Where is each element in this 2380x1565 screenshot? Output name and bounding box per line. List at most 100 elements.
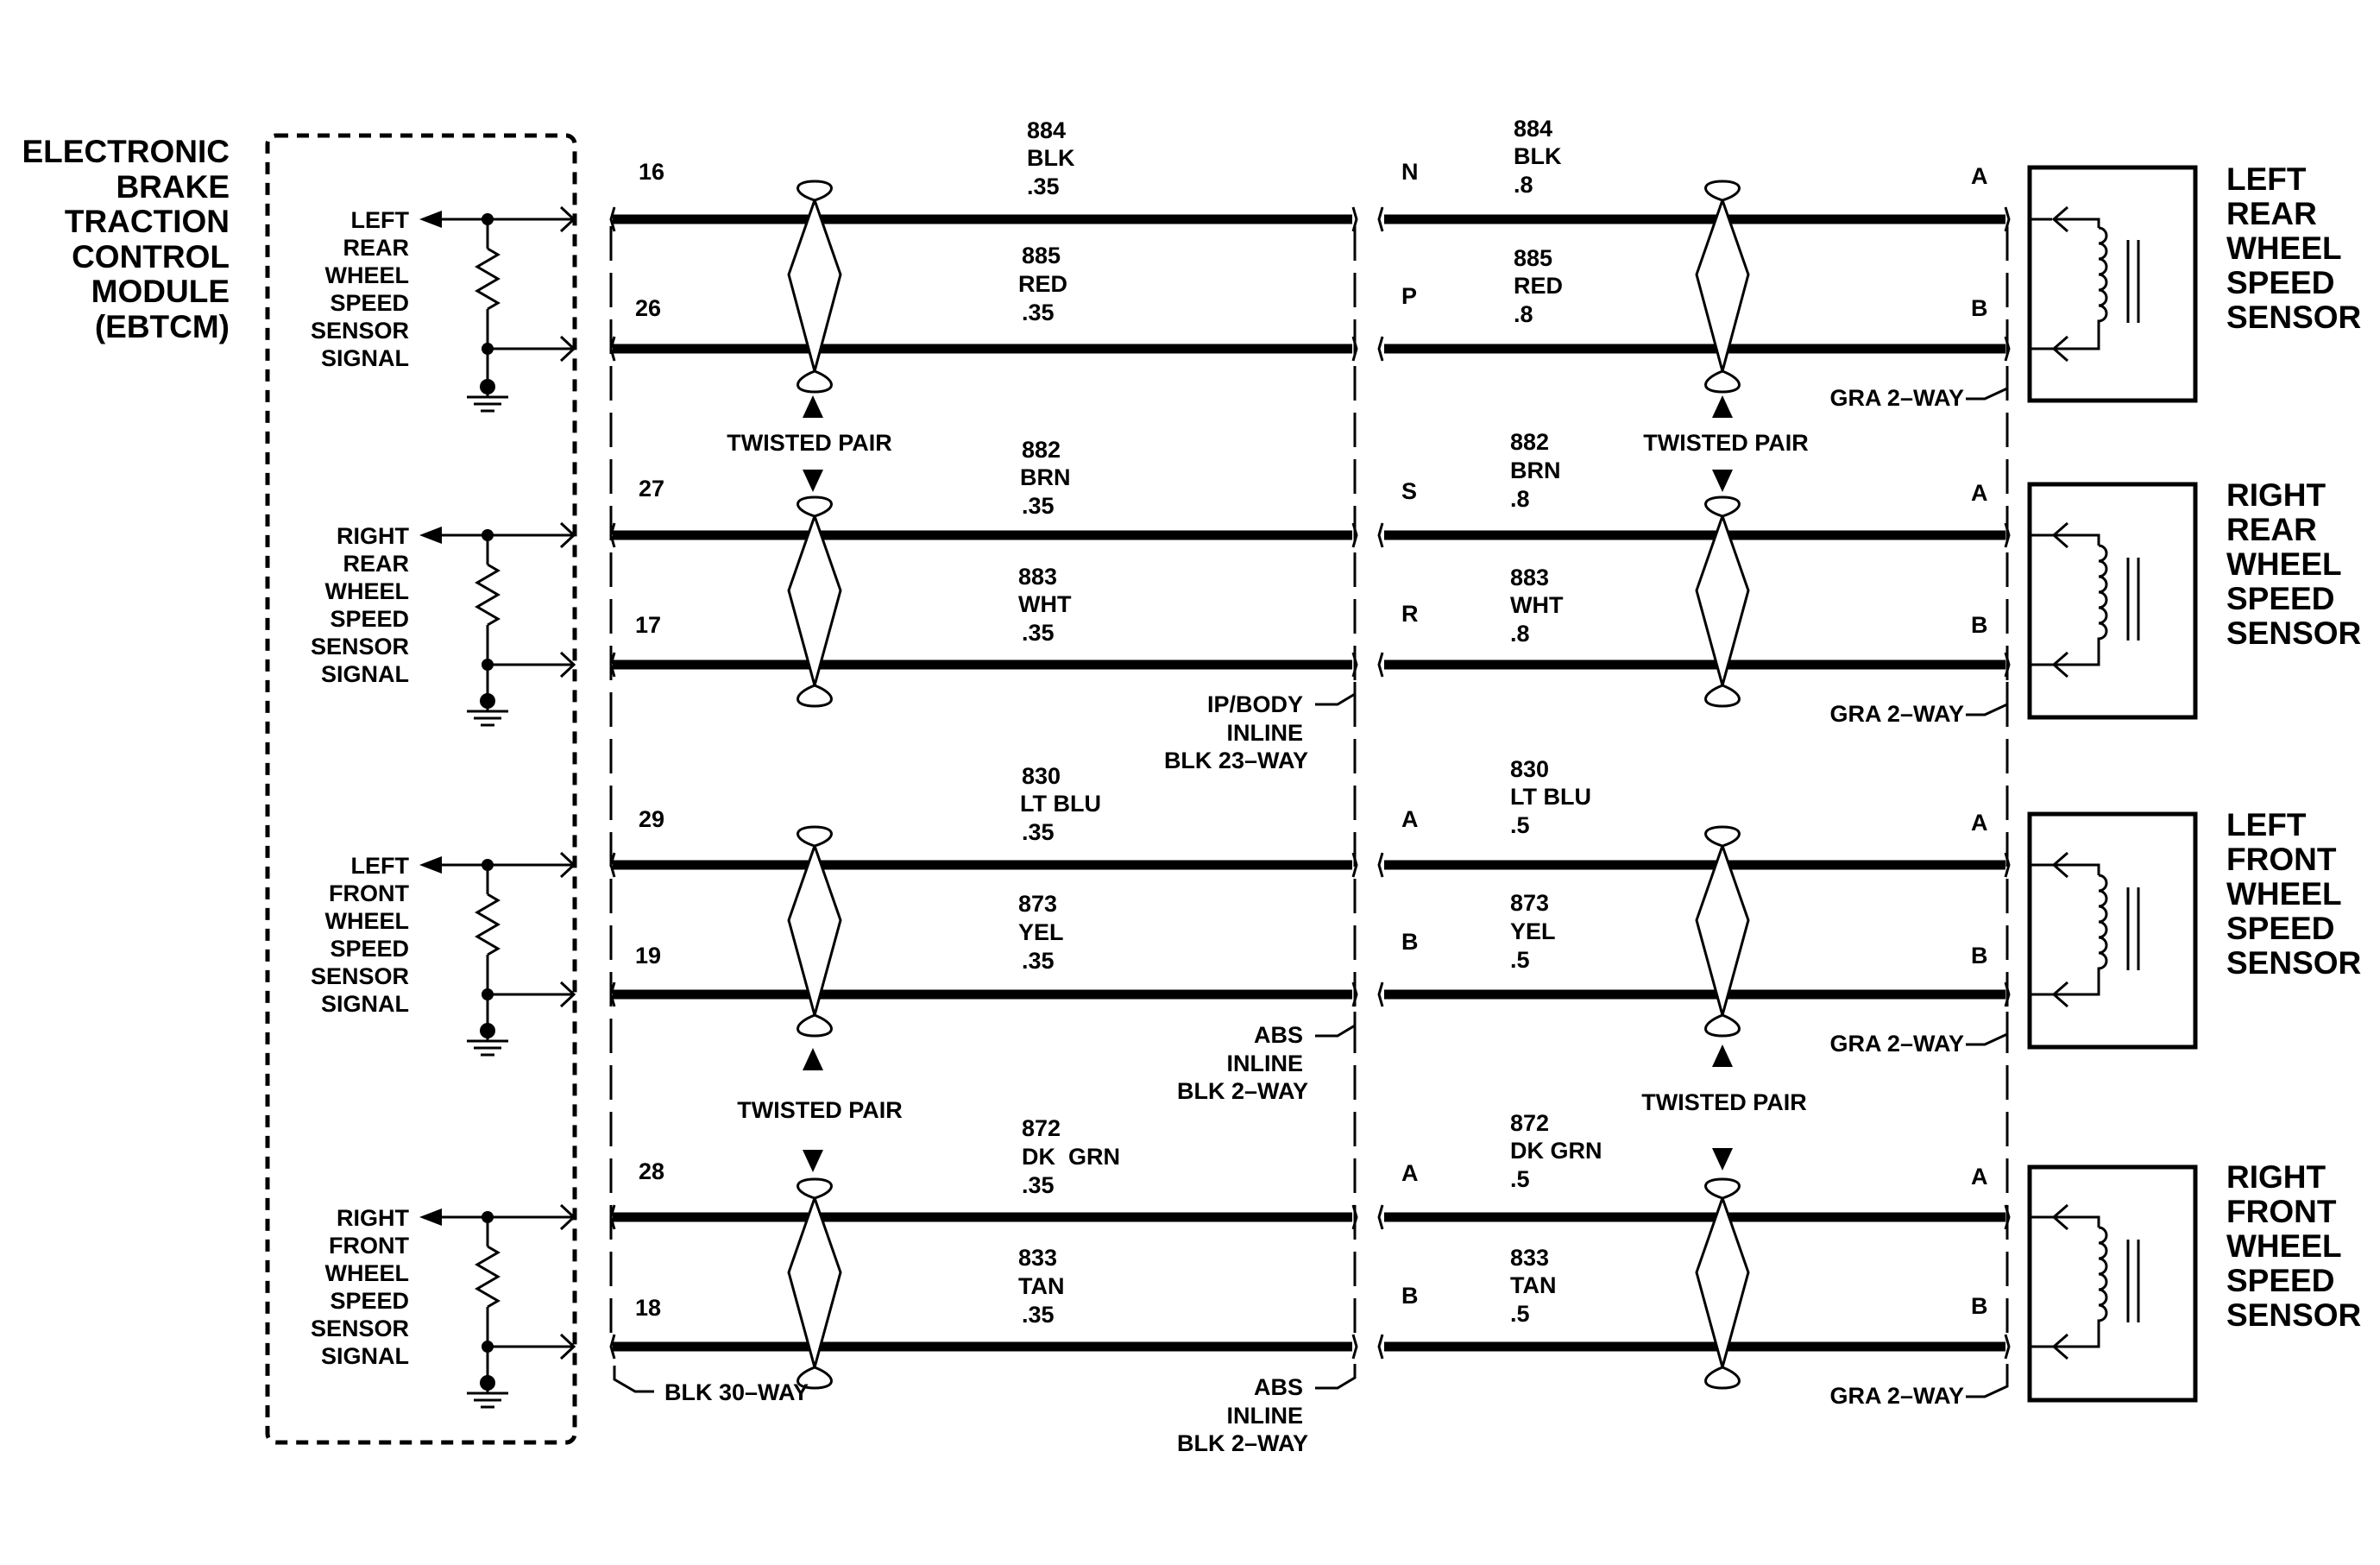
terminal-mark xyxy=(1377,852,1384,878)
signal-label-line: SENSOR xyxy=(311,963,409,989)
terminal-mark xyxy=(1351,981,1358,1007)
internal-circuit xyxy=(419,851,576,1057)
sensor-name-line: SENSOR xyxy=(2226,1297,2361,1333)
wire-color: WHT xyxy=(1510,592,1564,618)
module-name-line: (EBTCM) xyxy=(95,309,230,344)
module-pin: 16 xyxy=(639,159,664,185)
sensor-name-line: LEFT xyxy=(2226,807,2307,842)
circuit-number: 882 xyxy=(1022,437,1061,463)
wire-size: .35 xyxy=(1022,948,1055,974)
wire-size: .8 xyxy=(1510,621,1530,647)
terminal-mark xyxy=(1351,522,1358,548)
sensor-connector-label: GRA 2–WAY xyxy=(1829,385,1964,411)
terminal-mark xyxy=(609,336,616,362)
terminal-mark xyxy=(1377,522,1384,548)
terminal-mark xyxy=(1351,206,1358,232)
signal-label-line: SIGNAL xyxy=(321,991,409,1017)
circuit-number: 830 xyxy=(1510,756,1549,782)
module-connector-callout: BLK 30–WAY xyxy=(613,1366,809,1405)
junction-dot xyxy=(480,1375,495,1391)
wire-size: .35 xyxy=(1022,1172,1055,1198)
twist-mark xyxy=(787,1177,1750,1390)
sensor-name-line: SPEED xyxy=(2226,911,2334,946)
signal-label-line: REAR xyxy=(343,235,409,261)
wire-size: .35 xyxy=(1022,620,1055,646)
sensor-pin: B xyxy=(1971,295,1988,321)
twisted-pair-label: TWISTED PAIR xyxy=(727,430,892,456)
terminal-mark xyxy=(2004,206,2011,232)
wire-color: BRN xyxy=(1510,458,1561,483)
inline-connector-label: ABS xyxy=(1254,1374,1303,1400)
signal-label-line: RIGHT xyxy=(337,1205,410,1231)
wire-830: 29 830 LT BLU .35 A 830 LT BLU .5 A xyxy=(609,756,2011,878)
twist-crossover xyxy=(787,180,842,394)
terminal-mark xyxy=(2004,852,2011,878)
sensor-body xyxy=(2027,482,2198,720)
junction-dot xyxy=(482,988,494,1000)
sensor-body xyxy=(2027,1164,2198,1403)
bias-resistor xyxy=(475,247,501,311)
sensor-name-line: WHEEL xyxy=(2226,876,2342,912)
twist-crossover xyxy=(787,825,842,1038)
module-pin: 28 xyxy=(639,1158,664,1184)
module-pin: 27 xyxy=(639,476,664,502)
module-signal-label: LEFT REAR WHEEL SPEED SENSOR SIGNAL xyxy=(311,207,410,371)
sensor-name-line: FRONT xyxy=(2226,1194,2337,1229)
inline-pin: A xyxy=(1401,806,1419,832)
wire-size: .8 xyxy=(1514,301,1533,327)
inline-connector-callout: IP/BODY INLINE BLK 23–WAY xyxy=(1164,682,1357,773)
wheel-speed-sensor: GRA 2–WAY xyxy=(1829,482,2198,727)
terminal-mark xyxy=(1351,852,1358,878)
terminal-mark xyxy=(609,852,616,878)
wire-color: TAN xyxy=(1018,1273,1065,1299)
inline-pin: P xyxy=(1401,283,1417,309)
signal-arrow-head xyxy=(419,211,442,228)
input-arrow xyxy=(559,851,576,879)
sensor-pin: A xyxy=(1971,1164,1988,1190)
terminal-mark xyxy=(609,206,616,232)
inline-connector-label: ABS xyxy=(1254,1022,1303,1048)
terminal-mark xyxy=(2004,336,2011,362)
twisted-pair-label: TWISTED PAIR xyxy=(1641,1089,1807,1115)
terminal-mark xyxy=(1377,1334,1384,1360)
inline-pin: N xyxy=(1401,159,1419,185)
twist-crossover xyxy=(787,495,842,708)
wire-color: YEL xyxy=(1018,919,1064,945)
sensor-name-line: RIGHT xyxy=(2226,477,2326,513)
signal-label-line: SPEED xyxy=(330,1288,409,1314)
circuit-number: 883 xyxy=(1510,565,1549,590)
signal-label-line: SIGNAL xyxy=(321,1343,409,1369)
wire-873: 19 873 YEL .35 B 873 YEL .5 B xyxy=(609,890,2011,1007)
terminal-mark xyxy=(609,652,616,678)
wire-color: TAN xyxy=(1510,1272,1557,1298)
input-arrow xyxy=(559,205,576,233)
internal-circuit xyxy=(419,205,576,413)
sensor-body xyxy=(2027,165,2198,403)
signal-label-line: SENSOR xyxy=(311,1316,409,1341)
module-signal-label: RIGHT FRONT WHEEL SPEED SENSOR SIGNAL xyxy=(311,1205,410,1369)
wire-883: 17 883 WHT .35 R 883 WHT .8 B xyxy=(609,564,2011,678)
sensor-coil xyxy=(2054,1226,2108,1348)
wire-color: LT BLU xyxy=(1510,784,1591,810)
connector-leader xyxy=(1966,682,2009,716)
signal-arrow-head xyxy=(419,527,442,544)
wire-color: LT BLU xyxy=(1020,791,1101,817)
sensor-lead xyxy=(2054,218,2100,228)
circuit-number: 833 xyxy=(1018,1245,1057,1271)
wire-size: .8 xyxy=(1514,172,1533,198)
signal-label-line: SENSOR xyxy=(311,634,409,659)
internal-circuit xyxy=(419,1203,576,1409)
sensor-name-line: SPEED xyxy=(2226,581,2334,616)
sensor-name-line: SPEED xyxy=(2226,265,2334,300)
circuit-number: 882 xyxy=(1510,429,1549,455)
wire-833: 18 833 TAN .35 B 833 TAN .5 B xyxy=(609,1245,2011,1360)
twisted-pair-label: TWISTED PAIR xyxy=(737,1097,903,1123)
inline-connector-label: BLK 2–WAY xyxy=(1177,1078,1308,1104)
module-pin: 26 xyxy=(635,295,661,321)
inline-pin: S xyxy=(1401,478,1417,504)
junction-dot xyxy=(482,659,494,671)
sensor-pin: B xyxy=(1971,943,1988,969)
terminal-mark xyxy=(2004,1334,2011,1360)
sensor-pin: A xyxy=(1971,810,1988,836)
sensor-name-line: WHEEL xyxy=(2226,230,2342,266)
